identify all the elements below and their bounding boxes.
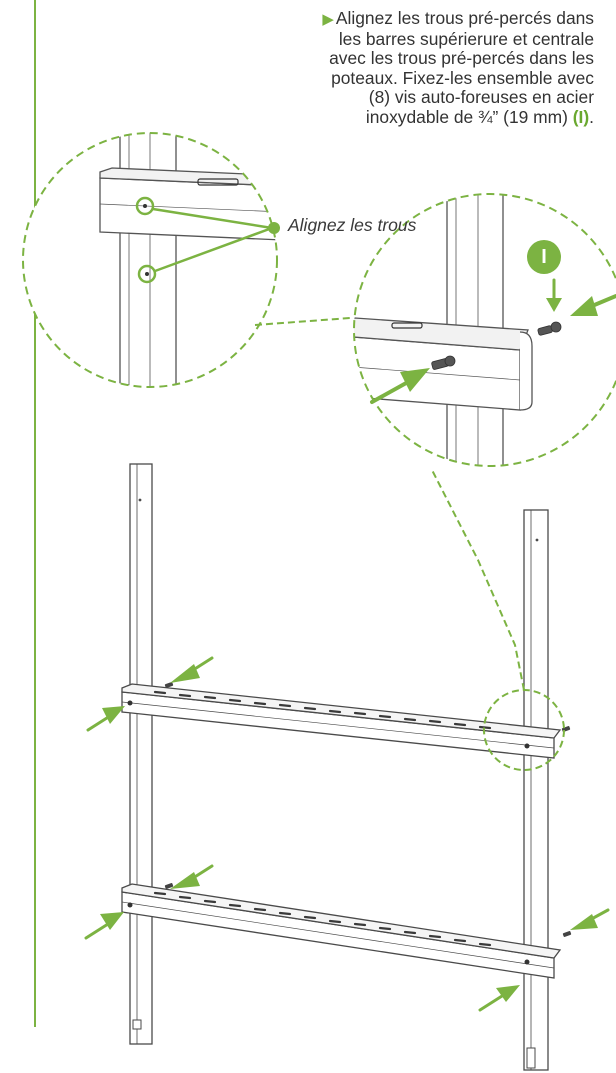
part-badge-letter: I [541,246,547,268]
instruction-period: . [589,106,594,127]
detail-leader-line [431,469,525,691]
instruction-text: ▶Alignez les trous pré-percés dans les b… [238,8,594,128]
instruction-line-3: avec les trous pré-percés dans les [329,48,594,69]
part-reference: (I) [572,106,590,127]
zoom-circle-right [353,193,616,467]
crossbar-slots [153,690,492,947]
instruction-line-1: Alignez les trous pré-percés dans [335,8,594,28]
instruction-line-5: (8) vis auto-foreuses en acier [368,87,594,108]
align-holes-label: Alignez les trous [288,215,417,235]
left-post-foot-slot [132,1019,142,1030]
left-post [129,463,153,1045]
zoom-circle-left [22,132,278,388]
part-badge [527,240,561,274]
right-post [523,509,549,1071]
frame-assembly [121,463,562,1071]
zoom-connector [254,317,351,326]
zoom-detail-left [23,133,277,387]
screw-arrows [84,656,610,1012]
right-post-foot-slot [526,1047,536,1069]
instruction-line-4: poteaux. Fixez-les ensemble avec [331,67,594,88]
align-holes-callout [135,196,280,284]
bullet-arrow-icon: ▶ [322,11,334,28]
instruction-line-6: inoxydable de ¾” (19 mm) [365,106,568,127]
zoom-screw-arrows [370,278,616,404]
zoom-detail-right [354,194,616,466]
instruction-line-2: les barres supérierure et centrale [338,28,594,49]
